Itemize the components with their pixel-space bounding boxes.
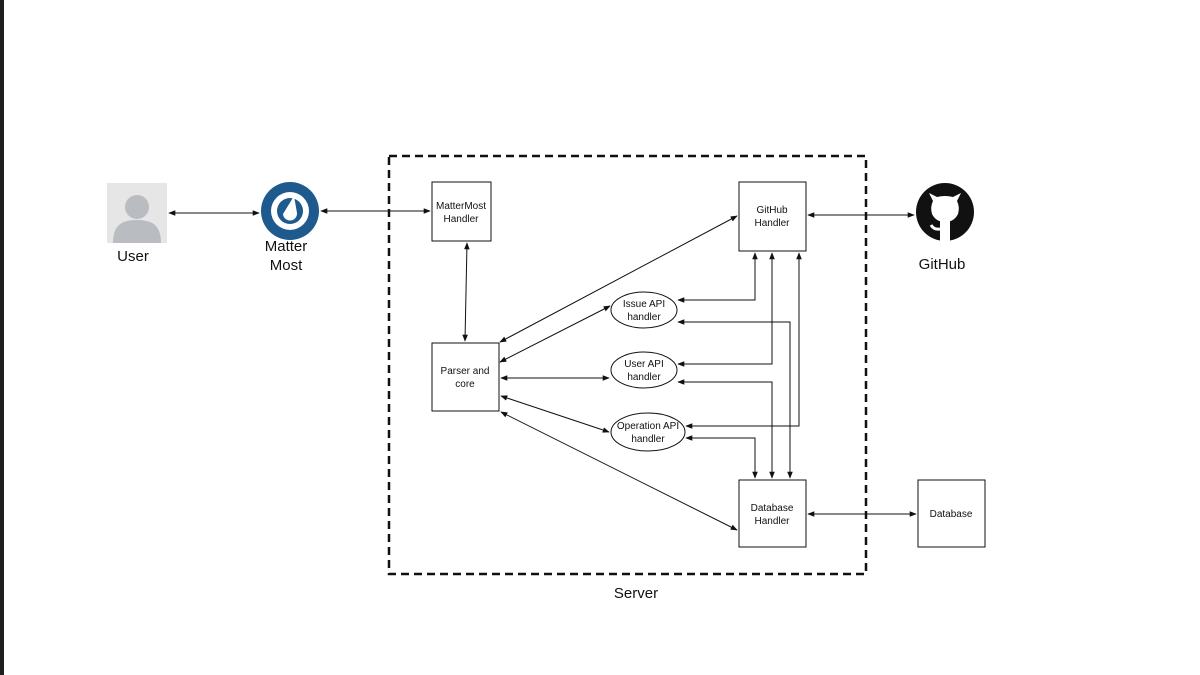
parser-core-line2: core: [455, 379, 475, 390]
user-avatar-icon: [107, 183, 167, 243]
parser-core-box: [431, 342, 500, 412]
github-logo-icon: [916, 183, 974, 241]
parser-core-line1: Parser and: [441, 366, 490, 377]
mattermost-handler-box: [431, 181, 492, 242]
edge-issue-api-database: [677, 319, 793, 479]
edge-user-api-github: [677, 252, 775, 367]
user-api-line2: handler: [627, 372, 661, 383]
github-handler-box: [738, 181, 807, 252]
window-left-edge: [0, 0, 4, 675]
operation-api-line1: Operation API: [617, 421, 679, 432]
mattermost-label-line2: Most: [270, 257, 303, 274]
user-api-line1: User API: [624, 359, 663, 370]
edge-mmhandler-parser: [462, 242, 470, 342]
issue-api-line2: handler: [627, 312, 661, 323]
database-handler-box: [738, 479, 807, 548]
edge-parser-github-handler: [499, 215, 738, 343]
edge-operation-api-github: [685, 252, 802, 429]
edge-operation-api-database: [685, 435, 758, 479]
edge-issue-api-github: [677, 252, 758, 303]
database-handler-line1: Database: [751, 503, 794, 514]
github-handler-line1: GitHub: [756, 205, 788, 216]
user-api-handler-ellipse: [610, 351, 678, 389]
issue-api-line1: Issue API: [623, 299, 665, 310]
mattermost-handler-line2: Handler: [443, 214, 479, 225]
server-boundary: [387, 154, 868, 576]
edge-parser-database-handler: [500, 411, 738, 531]
database-box: [917, 479, 986, 548]
database-label: Database: [930, 509, 973, 520]
mattermost-handler-line1: MatterMost: [436, 201, 486, 212]
github-handler-line2: Handler: [754, 218, 790, 229]
operation-api-line2: handler: [631, 434, 665, 445]
connectors: [168, 208, 917, 531]
github-label: GitHub: [919, 256, 966, 273]
mattermost-logo-icon: [261, 182, 319, 240]
edge-user-api-database: [677, 379, 775, 479]
server-label: Server: [614, 585, 658, 602]
edge-parser-issue-api: [499, 305, 611, 363]
edge-parser-operation-api: [500, 395, 610, 433]
operation-api-handler-ellipse: [610, 412, 686, 452]
database-handler-line2: Handler: [754, 516, 790, 527]
user-label: User: [117, 248, 149, 265]
mattermost-label-line1: Matter: [265, 238, 308, 255]
